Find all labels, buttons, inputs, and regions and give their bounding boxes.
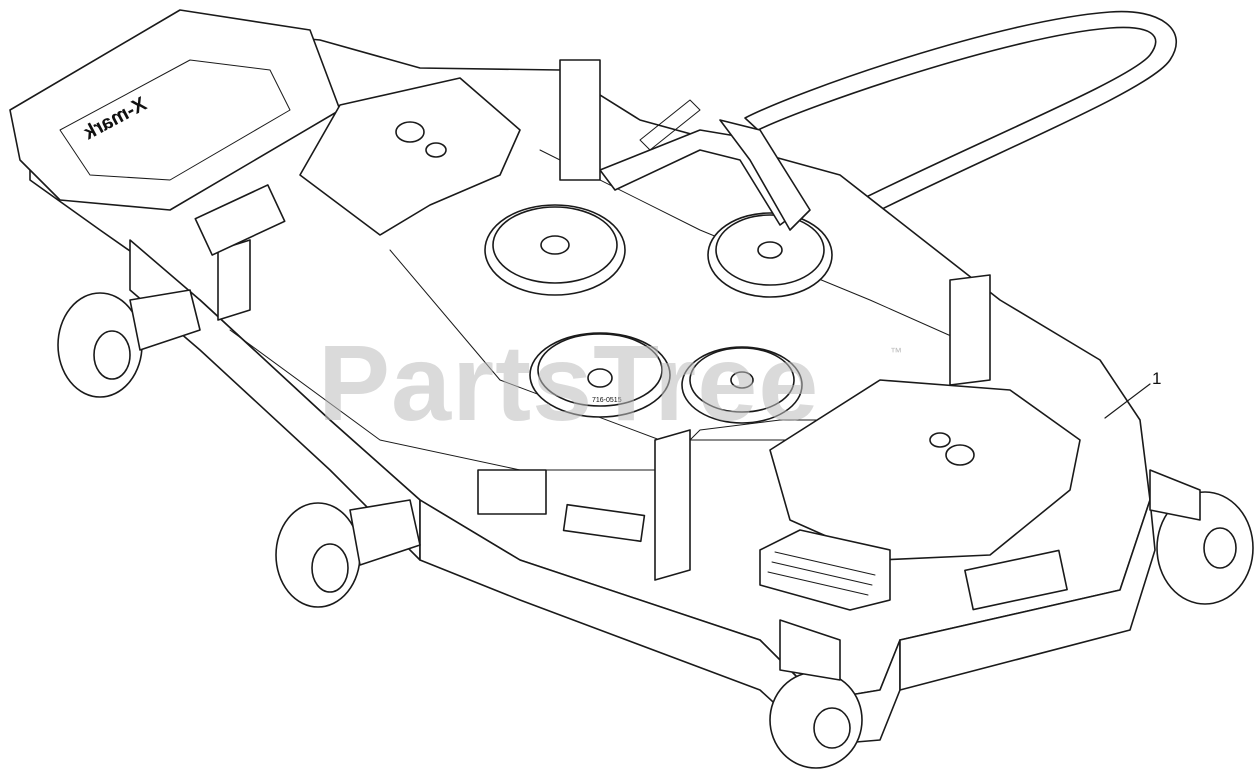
- callout-label: 1: [1152, 369, 1161, 388]
- pulley-label: 716-0515: [592, 397, 622, 404]
- idler-pulley-lower: [681, 346, 803, 424]
- foot-rest-grating: [759, 529, 891, 611]
- idler-pulley-upper: [707, 212, 833, 298]
- center-belt-cover: [299, 77, 521, 236]
- anti-scalp-wheel-front-left: [57, 289, 201, 398]
- callout-1: 1: [1104, 369, 1161, 419]
- anti-scalp-wheel-front-right: [769, 619, 863, 769]
- watermark-text: PartsTree: [318, 322, 819, 443]
- right-belt-cover: [769, 379, 1081, 561]
- left-spindle-cover: X-mark: [9, 9, 341, 211]
- deck-brackets: [217, 59, 991, 581]
- anti-scalp-wheel-rear-right: [1149, 469, 1254, 605]
- idler-arm: [599, 99, 811, 231]
- safety-decals: [194, 184, 1068, 611]
- spindle-pulley-left: [484, 204, 626, 296]
- watermark-trademark: ™: [890, 345, 902, 359]
- anti-scalp-wheel-mid-left: [275, 499, 421, 608]
- spindle-pulley-center: 716-0515: [529, 332, 671, 418]
- watermark: PartsTree ™: [318, 322, 902, 443]
